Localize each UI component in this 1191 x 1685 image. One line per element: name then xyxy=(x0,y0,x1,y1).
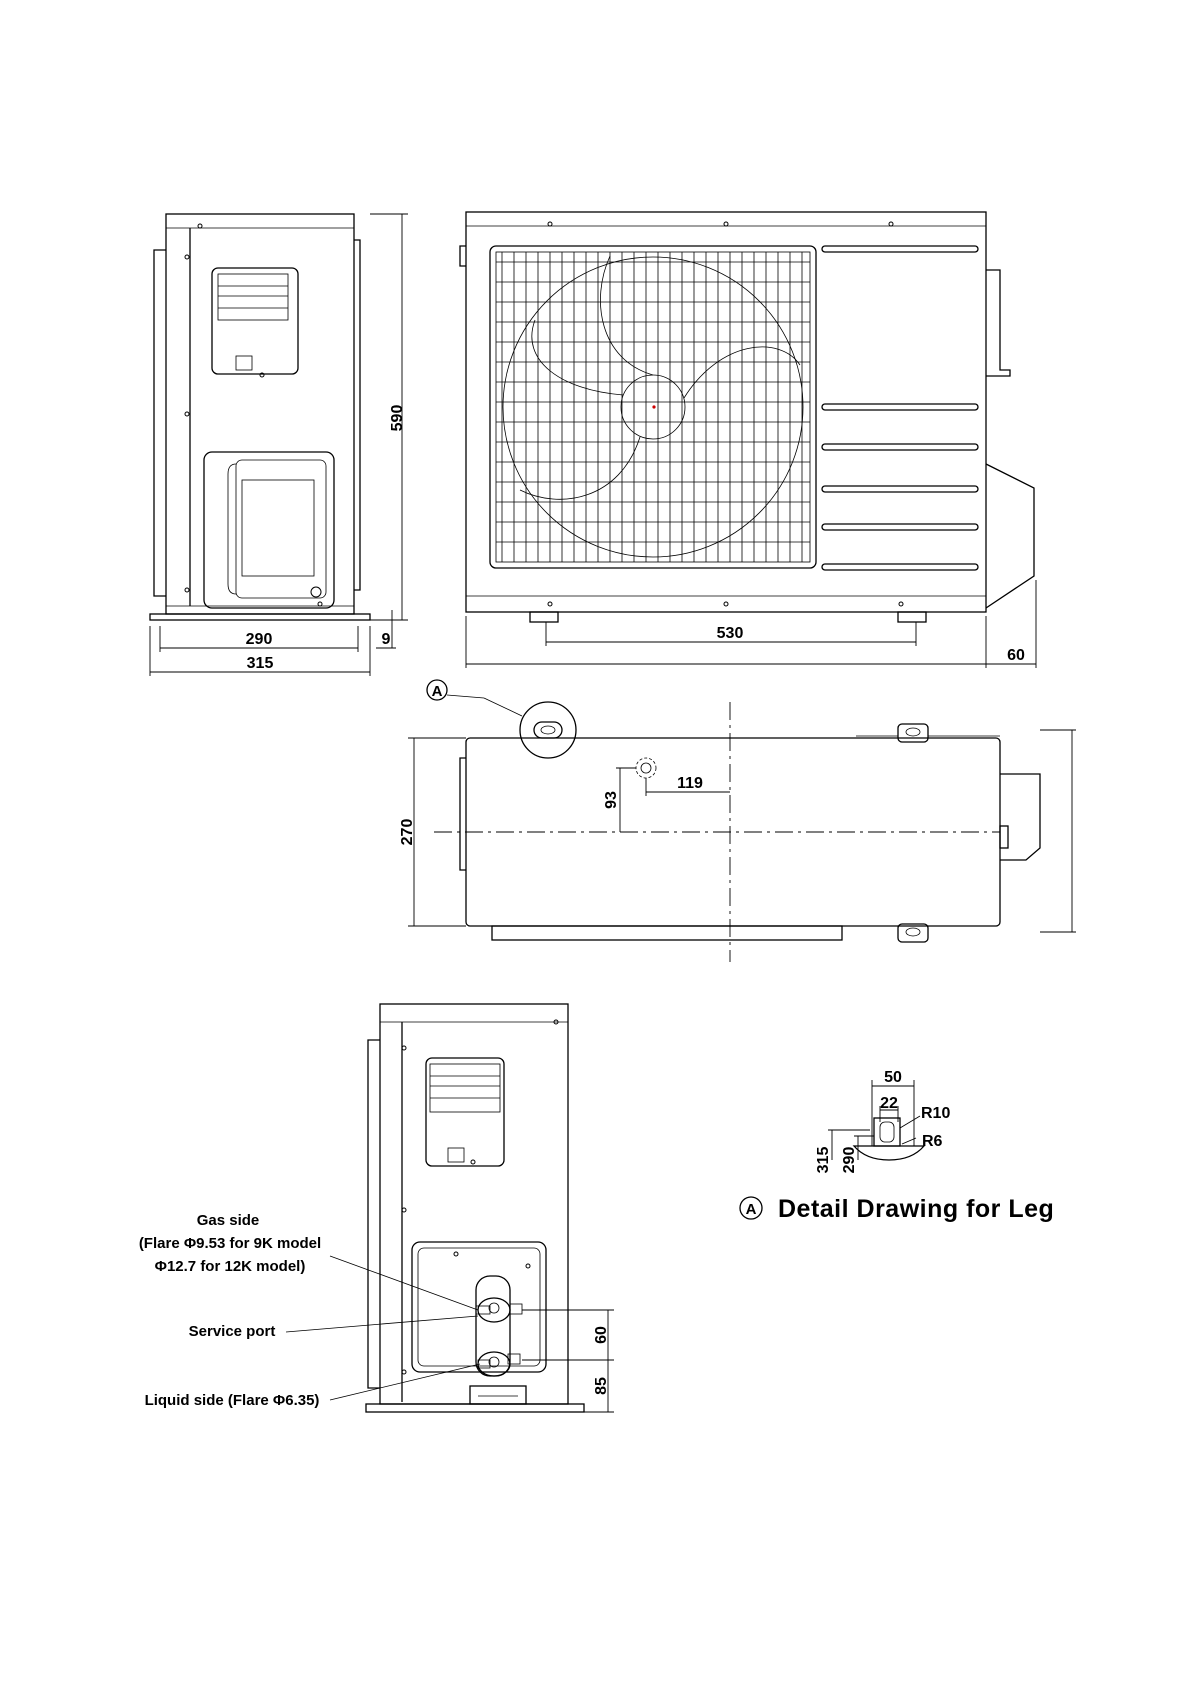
dim-315: 315 xyxy=(247,655,274,672)
dim-530: 530 xyxy=(717,625,744,642)
callout-gas-side: Gas side xyxy=(197,1212,260,1229)
callout-liquid-side: Liquid side (Flare Φ6.35) xyxy=(145,1392,320,1409)
louver-slots xyxy=(822,246,978,570)
top-view xyxy=(434,702,1040,962)
side-view xyxy=(150,214,370,620)
marker-a: A xyxy=(427,680,522,716)
leg-r6: R6 xyxy=(922,1133,943,1150)
callout-service-port: Service port xyxy=(189,1323,276,1340)
svg-text:A: A xyxy=(432,683,443,700)
detail-title-marker: A xyxy=(746,1201,757,1218)
leg-dim-315: 315 xyxy=(815,1147,832,1174)
dim-60-front: 60 xyxy=(1007,647,1025,664)
dim-60-back: 60 xyxy=(593,1326,610,1344)
callout-gas-flare-12k: Φ12.7 for 12K model) xyxy=(155,1258,306,1275)
lower-handle xyxy=(204,452,334,608)
dim-290: 290 xyxy=(246,631,273,648)
dim-9: 9 xyxy=(382,631,391,648)
upper-handle xyxy=(212,268,298,377)
dim-590: 590 xyxy=(389,405,406,432)
leg-dim-290: 290 xyxy=(841,1147,858,1174)
leg-r10: R10 xyxy=(921,1105,950,1122)
dim-119: 119 xyxy=(677,775,703,792)
callout-leaders xyxy=(286,1256,480,1400)
dim-270: 270 xyxy=(399,819,416,846)
top-dimensions xyxy=(408,730,1076,932)
front-dimensions xyxy=(466,580,1036,668)
detail-title: A Detail Drawing for Leg xyxy=(740,1195,1054,1223)
leg-dim-50: 50 xyxy=(884,1069,902,1086)
callout-gas-flare-9k: (Flare Φ9.53 for 9K model xyxy=(139,1235,321,1252)
detail-title-text: Detail Drawing for Leg xyxy=(778,1195,1054,1223)
dim-85: 85 xyxy=(593,1377,610,1395)
back-view xyxy=(366,1004,584,1412)
front-view xyxy=(460,212,1034,622)
dim-93: 93 xyxy=(603,791,620,809)
leg-detail-a xyxy=(520,702,576,758)
leg-dim-22: 22 xyxy=(880,1095,898,1112)
side-dimensions xyxy=(150,214,408,676)
fan-grille xyxy=(490,246,816,568)
